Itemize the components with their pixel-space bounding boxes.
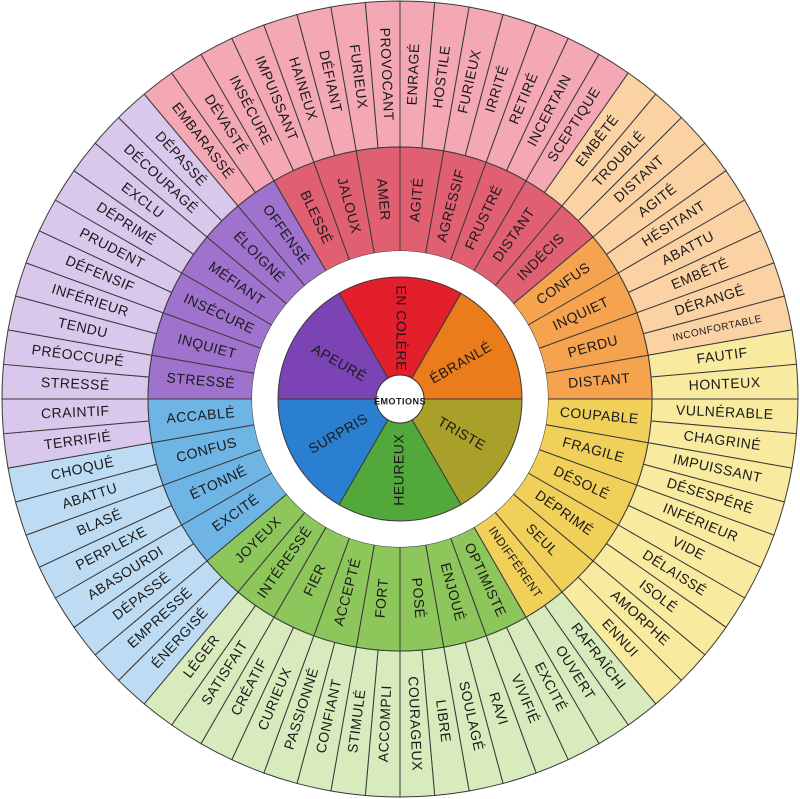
core-emotion-label: HEUREUX — [391, 434, 407, 506]
middle-emotion-label: ACCABLÉ — [166, 404, 236, 426]
core-emotion-segment — [399, 398, 523, 506]
middle-emotion-label: POSÉ — [409, 577, 429, 619]
outer-emotion-label: STRESSÉ — [41, 374, 110, 393]
center-label: ÉMOTIONS — [374, 396, 426, 406]
center-hub — [375, 374, 425, 424]
outer-emotion-label: VULNÉRABLE — [676, 402, 774, 422]
outer-emotion-label: COURAGEUX — [405, 676, 425, 772]
core-emotion-label: EN COLÈRE — [393, 286, 409, 371]
outer-emotion-label: ACCOMPLI — [375, 685, 394, 763]
outer-emotion-label: CRAINTIF — [41, 402, 110, 421]
core-emotion-segment — [338, 398, 462, 522]
middle-emotion-label: STRESSÉ — [166, 369, 236, 391]
outer-emotion-label: PROVOCANT — [377, 27, 397, 121]
outer-emotion-label: LIBRE — [433, 699, 454, 744]
core-emotion-segment — [277, 398, 401, 506]
middle-emotion-label: DISTANT — [567, 370, 631, 391]
core-emotion-segment — [338, 276, 462, 400]
outer-emotion-label: HONTEUX — [688, 374, 761, 393]
middle-emotion-label: FORT — [372, 578, 391, 619]
core-emotion-segment — [399, 292, 523, 400]
outer-emotion-label: ENRAGÉ — [404, 43, 423, 106]
outer-emotion-label: FAUTIF — [696, 344, 749, 367]
middle-emotion-label: COUPABLE — [559, 404, 639, 427]
middle-emotion-label: AMER — [374, 178, 394, 222]
middle-emotion-label: AGITÉ — [406, 177, 426, 223]
core-emotion-segment — [277, 292, 401, 400]
